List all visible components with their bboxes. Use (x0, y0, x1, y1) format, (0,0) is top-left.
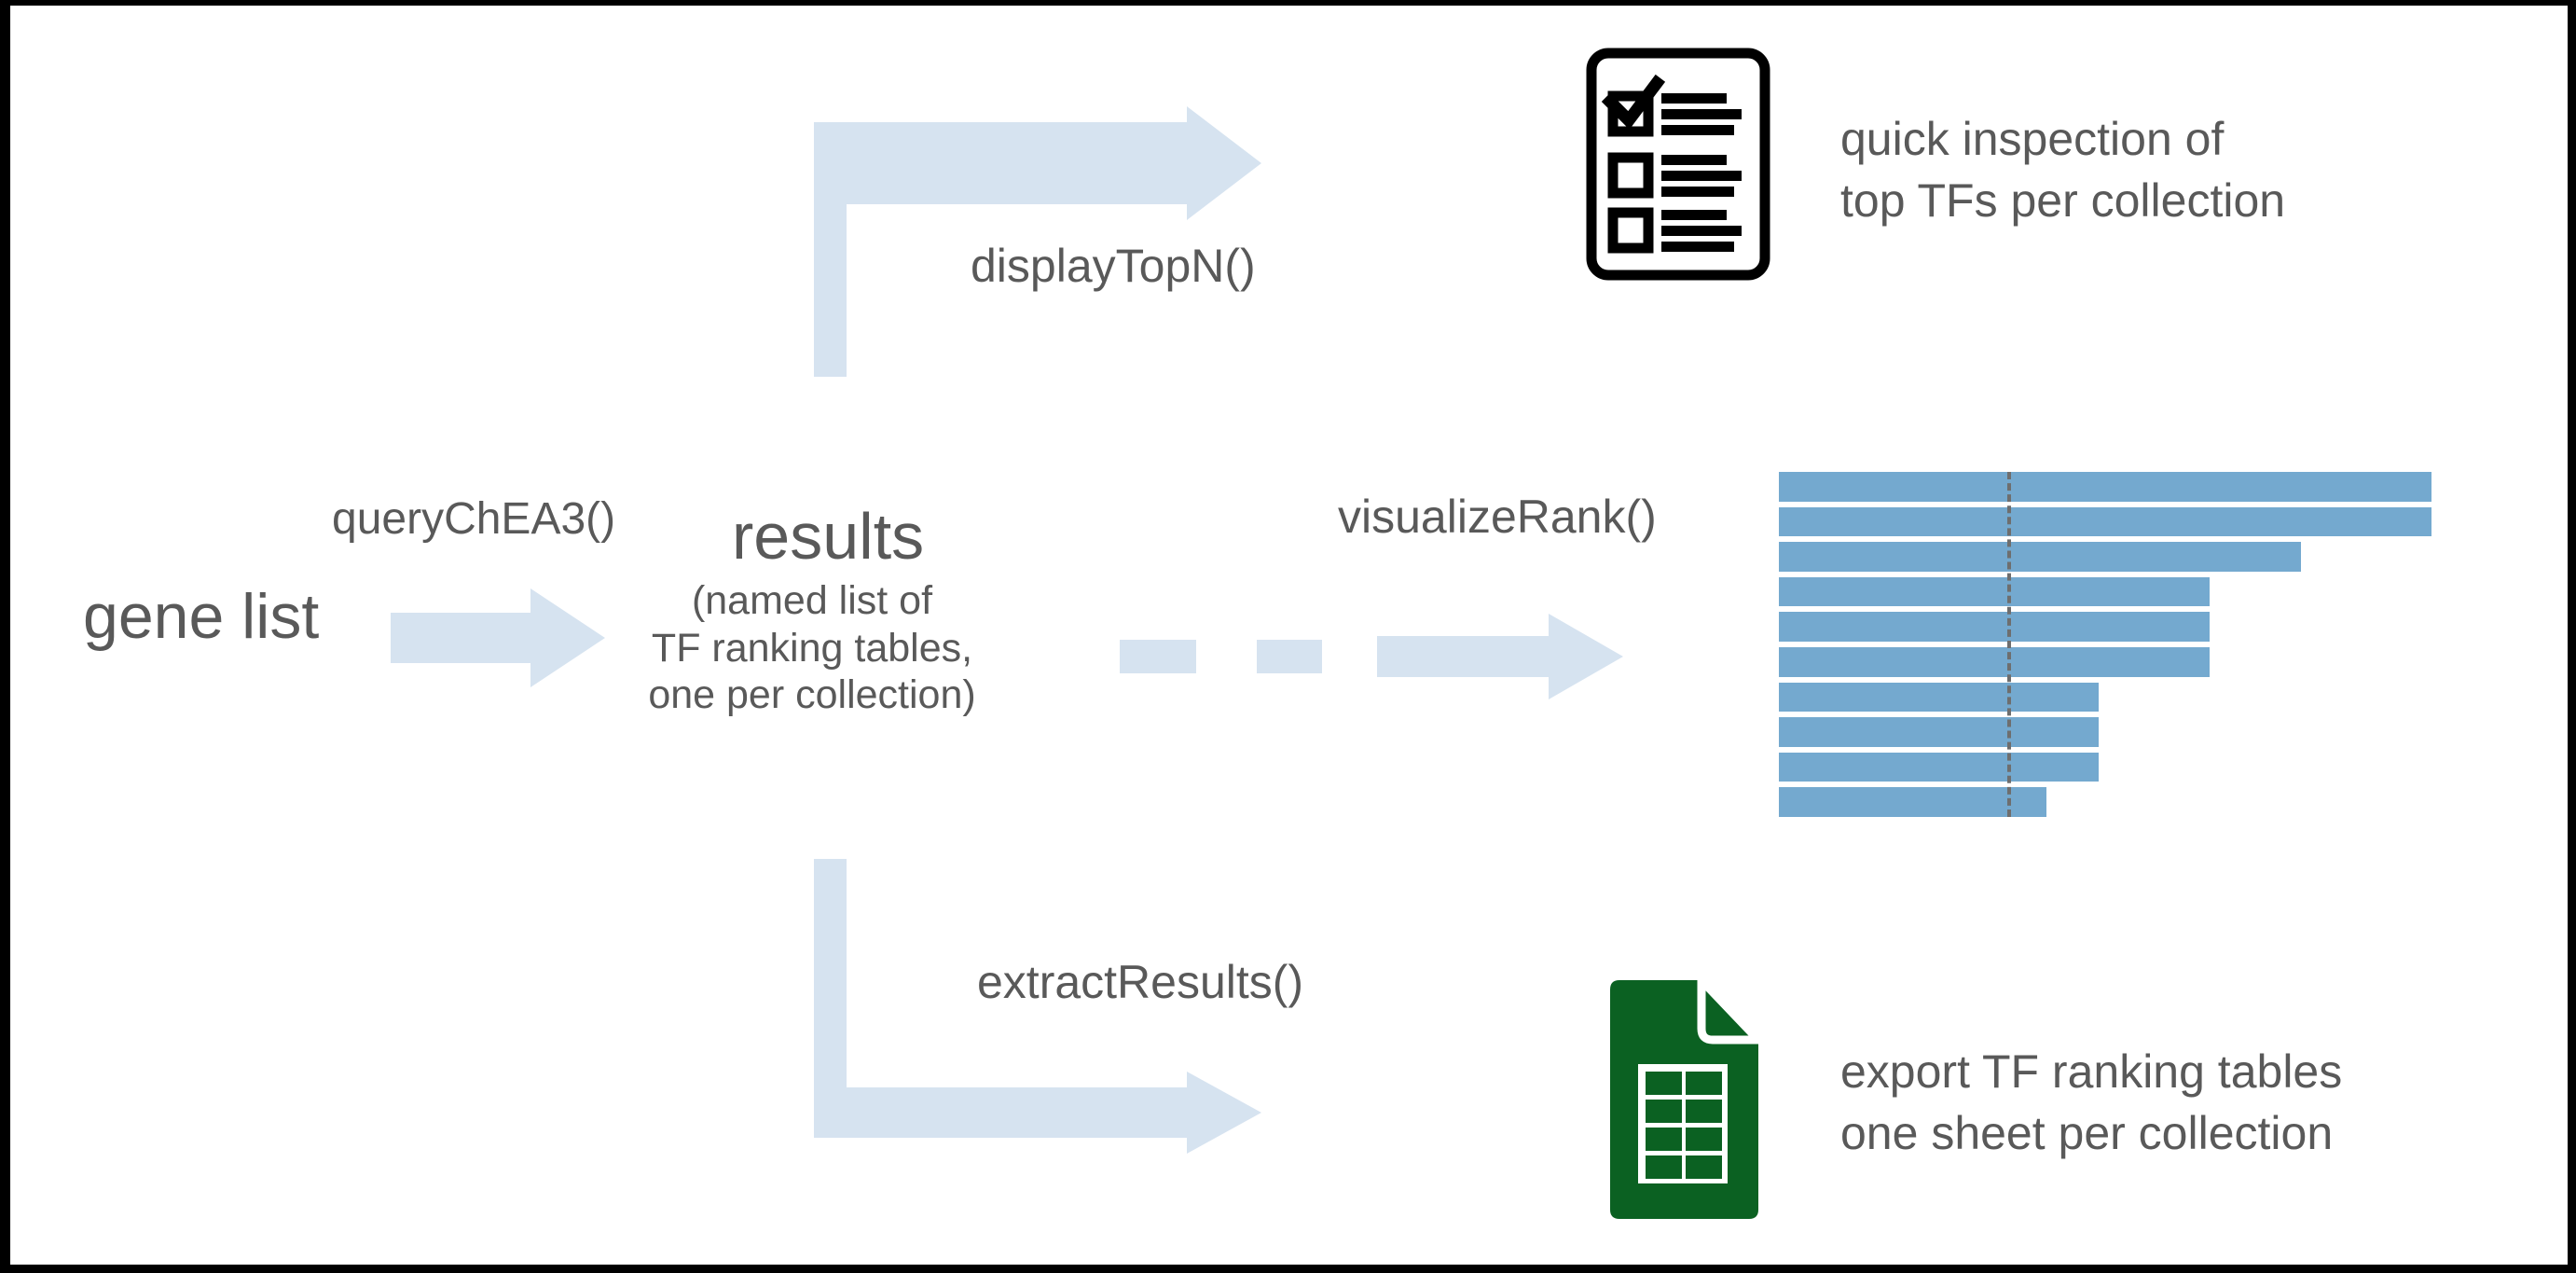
results-node-subtitle: (named list of TF ranking tables, one pe… (607, 577, 1017, 719)
export-caption-line-2: one sheet per collection (1840, 1107, 2334, 1159)
bar-row (1779, 472, 2431, 502)
export-caption: export TF ranking tables one sheet per c… (1840, 1041, 2342, 1164)
bar-row (1779, 717, 2431, 747)
results-subtitle-line-3: one per collection) (648, 672, 976, 718)
edge-label-extractresults: extractResults() (977, 956, 1304, 1008)
edge-label-querychea3: queryChEA3() (332, 494, 616, 544)
bar-row (1779, 506, 2431, 537)
bar-row (1779, 542, 2431, 572)
bar-row (1779, 682, 2431, 713)
arrow-query-chea3 (391, 588, 605, 687)
bar-row (1779, 576, 2431, 607)
bar-row (1779, 787, 2431, 817)
chart-bar (1779, 682, 2099, 713)
bar-row (1779, 646, 2431, 677)
spreadsheet-document-icon (1610, 978, 1760, 1219)
inspection-caption-line-1: quick inspection of (1840, 113, 2225, 165)
horizontal-bar-chart (1779, 472, 2431, 817)
bar-row (1779, 752, 2431, 782)
chart-bar (1779, 506, 2431, 537)
diagram-canvas: gene list queryChEA3() results (named li… (10, 6, 2568, 1265)
chart-bar (1779, 472, 2431, 502)
inspection-caption: quick inspection of top TFs per collecti… (1840, 108, 2285, 231)
chart-bar (1779, 787, 2046, 817)
edge-label-displaytopn: displayTopN() (971, 240, 1256, 292)
chart-bar (1779, 646, 2210, 677)
arrow-display-top-n (814, 106, 1261, 377)
arrow-extract-results (814, 859, 1261, 1154)
edge-label-visualizerank: visualizeRank() (1338, 491, 1657, 543)
chart-bar (1779, 717, 2099, 747)
results-node-title: results (732, 500, 925, 573)
bar-row (1779, 612, 2431, 642)
input-node-label: gene list (83, 581, 320, 652)
chart-bar (1779, 576, 2210, 607)
chart-bar (1779, 752, 2099, 782)
results-subtitle-line-2: TF ranking tables, (651, 625, 973, 671)
inspection-caption-line-2: top TFs per collection (1840, 174, 2286, 227)
arrow-visualize-rank (1120, 614, 1623, 699)
chart-bar (1779, 542, 2301, 572)
results-subtitle-line-1: (named list of (691, 578, 933, 623)
chart-reference-line (2007, 472, 2011, 817)
chart-bar (1779, 612, 2210, 642)
checklist-document-icon (1586, 48, 1770, 281)
export-caption-line-1: export TF ranking tables (1840, 1045, 2343, 1098)
